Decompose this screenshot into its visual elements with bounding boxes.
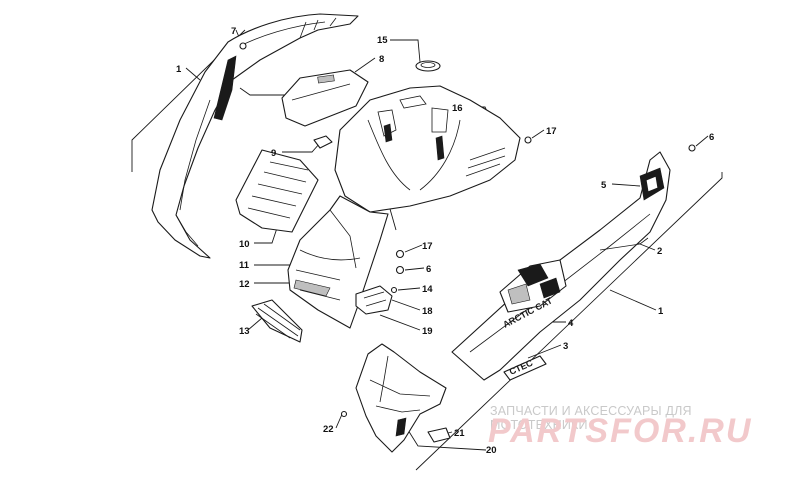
left-side-panel [151,13,359,259]
mesh-13 [251,299,303,343]
callout-17-top: 17 [546,126,557,137]
callout-21: 21 [454,428,465,439]
callout-14: 14 [422,284,433,295]
callout-6-top: 6 [709,132,714,143]
front-lower-body [287,195,389,329]
vent-10 [235,149,319,233]
panel-8 [281,69,369,127]
callout-10: 10 [239,239,250,250]
callout-19: 19 [422,326,433,337]
callout-20: 20 [486,445,497,456]
callout-4: 4 [568,318,574,329]
callout-13: 13 [239,326,250,337]
right-side-panel [451,151,671,381]
callout-7: 7 [231,26,236,37]
part-9 [313,135,333,149]
callout-22: 22 [323,424,334,435]
callout-2: 2 [657,246,662,257]
callout-1-right: 1 [658,306,664,317]
hood-upper [334,85,521,213]
callout-6-mid: 6 [426,264,431,275]
hardware-small [355,136,696,315]
callout-labels: 1 7 15 8 16 17 6 9 5 10 2 11 17 6 12 14 … [176,26,714,456]
callout-1-left: 1 [176,64,182,75]
callout-8: 8 [379,54,384,65]
watermark-brand: PARTSFOR.RU [488,412,753,450]
callout-3: 3 [563,341,568,352]
clip-7 [239,42,247,50]
callout-11: 11 [239,260,250,271]
callout-18: 18 [422,306,433,317]
callout-15: 15 [377,35,388,46]
callout-17-mid: 17 [422,241,433,252]
cap-15 [415,60,441,72]
callout-5: 5 [601,180,607,191]
watermark-subtitle: ЗАПЧАСТИ И АКСЕССУАРЫ ДЛЯ МОТОТЕХНИКИ [490,404,692,432]
callout-12: 12 [239,279,250,290]
callout-16: 16 [452,103,463,114]
callout-9: 9 [271,148,276,159]
nosepan-20 [340,343,451,453]
